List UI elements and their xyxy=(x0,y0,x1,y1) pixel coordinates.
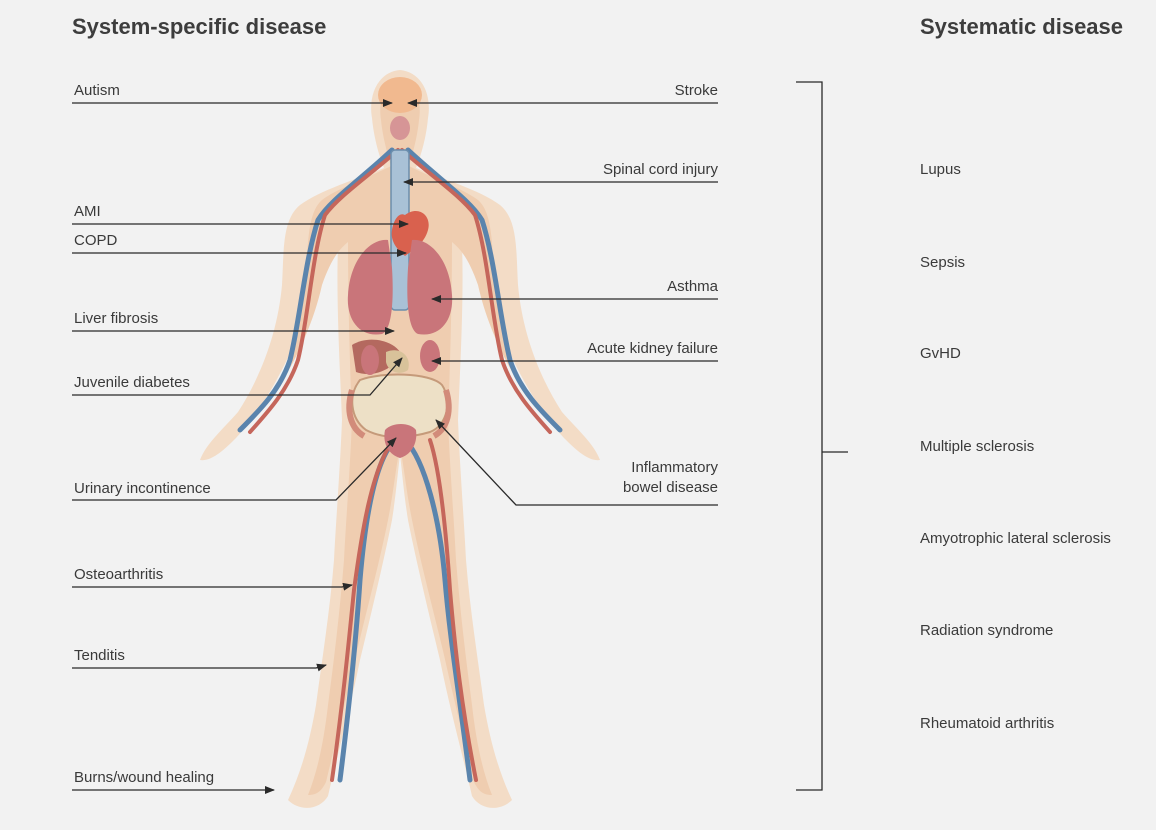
label-autism: Autism xyxy=(74,82,120,99)
label-copd: COPD xyxy=(74,232,117,249)
label-asthma: Asthma xyxy=(667,278,718,295)
label-stroke: Stroke xyxy=(675,82,718,99)
brain xyxy=(378,77,422,113)
systematic-disease-item: GvHD xyxy=(920,345,961,362)
label-urinary-incontinence: Urinary incontinence xyxy=(74,480,211,497)
osteoarthritis-pointer xyxy=(72,585,352,587)
label-juvenile-diabetes: Juvenile diabetes xyxy=(74,374,190,391)
label-acute-kidney-failure: Acute kidney failure xyxy=(587,340,718,357)
label-burns: Burns/wound healing xyxy=(74,769,214,786)
label-tenditis: Tenditis xyxy=(74,647,125,664)
kidney-right xyxy=(420,340,440,372)
systematic-disease-item: Radiation syndrome xyxy=(920,622,1053,639)
systematic-disease-item: Sepsis xyxy=(920,254,965,271)
label-liver-fibrosis: Liver fibrosis xyxy=(74,310,158,327)
label-ibd-line1: Inflammatory xyxy=(631,459,718,476)
label-ami: AMI xyxy=(74,203,101,220)
systematic-bracket xyxy=(796,82,848,790)
thyroid xyxy=(390,116,410,140)
label-osteoarthritis: Osteoarthritis xyxy=(74,566,163,583)
label-ibd-line2: bowel disease xyxy=(623,479,718,496)
systematic-disease-item: Amyotrophic lateral sclerosis xyxy=(920,530,1111,547)
tenditis-pointer xyxy=(72,665,326,668)
label-spinal-cord-injury: Spinal cord injury xyxy=(603,161,718,178)
systematic-disease-item: Multiple sclerosis xyxy=(920,438,1034,455)
systematic-disease-item: Lupus xyxy=(920,161,961,178)
kidney-left xyxy=(361,345,379,375)
systematic-disease-item: Rheumatoid arthritis xyxy=(920,715,1054,732)
